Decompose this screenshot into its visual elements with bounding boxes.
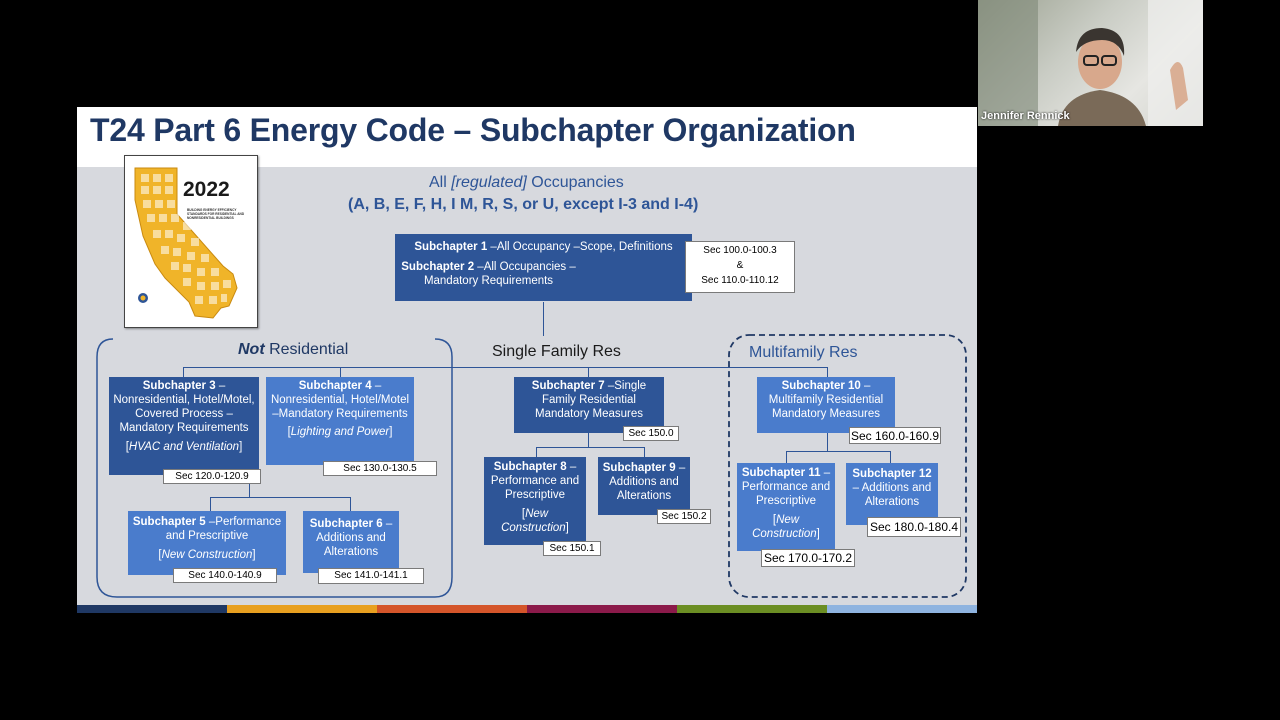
subchapter-9-sec: Sec 150.2 <box>657 509 711 524</box>
subchapter-10-sec: Sec 160.0-160.9 <box>849 427 941 444</box>
subchapter-1-2-box: Subchapter 1 –All Occupancy –Scope, Defi… <box>395 234 692 301</box>
footer-stripe-2 <box>227 605 377 613</box>
subchapter-6-box: Subchapter 6 – Additions and Alterations <box>303 511 399 573</box>
connector-sub5-6 <box>210 497 350 498</box>
slide: T24 Part 6 Energy Code – Subchapter Orga… <box>77 107 977 613</box>
connector-sub6 <box>350 497 351 511</box>
connector-sub8 <box>536 447 537 457</box>
subchapter-3-sec: Sec 120.0-120.9 <box>163 469 261 484</box>
connector-sub3 <box>183 367 184 377</box>
participant-video-tile[interactable]: Jennifer Rennick <box>978 0 1203 126</box>
connector-main-horizontal <box>183 367 827 368</box>
multifamily-heading: Multifamily Res <box>749 344 858 361</box>
california-map-icon <box>134 167 238 319</box>
subchapter-6-sec: Sec 141.0-141.1 <box>318 568 424 584</box>
connector-sub5 <box>210 497 211 511</box>
subchapter-11-box: Subchapter 11 – Performance and Prescrip… <box>737 463 835 551</box>
connector-sub4 <box>340 367 341 377</box>
subchapter-11-sec: Sec 170.0-170.2 <box>761 549 855 567</box>
not-residential-heading: Not Residential <box>234 341 353 359</box>
connector-sub7-down <box>588 433 589 447</box>
connector-sub9 <box>644 447 645 457</box>
subchapter-8-sec: Sec 150.1 <box>543 541 601 556</box>
book-subtitle: BUILDING ENERGY EFFICIENCY STANDARDS FOR… <box>187 208 245 220</box>
connector-sub11-12 <box>786 451 890 452</box>
subchapter-12-box: Subchapter 12 – Additions and Alteration… <box>846 463 938 525</box>
footer-stripe-3 <box>377 605 527 613</box>
connector-sub8-9 <box>536 447 644 448</box>
single-family-heading: Single Family Res <box>492 343 621 360</box>
subchapter-8-box: Subchapter 8 – Performance and Prescript… <box>484 457 586 545</box>
subchapter-7-sec: Sec 150.0 <box>623 426 679 441</box>
occupancies-line1: All [regulated] Occupancies <box>429 174 624 191</box>
subchapter-3-box: Subchapter 3 – Nonresidential, Hotel/Mot… <box>109 377 259 475</box>
subchapter-7-box: Subchapter 7 –Single Family Residential … <box>514 377 664 433</box>
participant-name: Jennifer Rennick <box>981 110 1070 122</box>
subchapter-5-box: Subchapter 5 –Performance and Prescripti… <box>128 511 286 575</box>
footer-stripe-6 <box>827 605 977 613</box>
subchapter-5-sec: Sec 140.0-140.9 <box>173 568 277 583</box>
subchapter-4-sec: Sec 130.0-130.5 <box>323 461 437 476</box>
connector-sub12 <box>890 451 891 463</box>
connector-sub10-down <box>827 433 828 451</box>
footer-stripe-5 <box>677 605 827 613</box>
footer-color-stripes <box>77 605 977 613</box>
footer-stripe-4 <box>527 605 677 613</box>
connector-sub7 <box>588 367 589 377</box>
connector-sub11 <box>786 451 787 463</box>
slide-title: T24 Part 6 Energy Code – Subchapter Orga… <box>90 112 856 148</box>
subchapter-10-box: Subchapter 10 – Multifamily Residential … <box>757 377 895 433</box>
footer-stripe-1 <box>77 605 227 613</box>
connector-sub10 <box>827 367 828 377</box>
subchapter-12-sec: Sec 180.0-180.4 <box>867 517 961 537</box>
subchapter-4-box: Subchapter 4 – Nonresidential, Hotel/Mot… <box>266 377 414 465</box>
participant-video-feed <box>978 0 1203 126</box>
occupancies-line2: (A, B, E, F, H, I M, R, S, or U, except … <box>348 196 699 213</box>
connector-top <box>543 302 544 336</box>
subchapter-9-box: Subchapter 9 – Additions and Alterations <box>598 457 690 515</box>
book-year: 2022 <box>183 178 230 201</box>
standards-book-cover: 2022 BUILDING ENERGY EFFICIENCY STANDARD… <box>124 155 258 328</box>
subchapter-1-2-sec: Sec 100.0-100.3 & Sec 110.0-110.12 <box>685 241 795 293</box>
